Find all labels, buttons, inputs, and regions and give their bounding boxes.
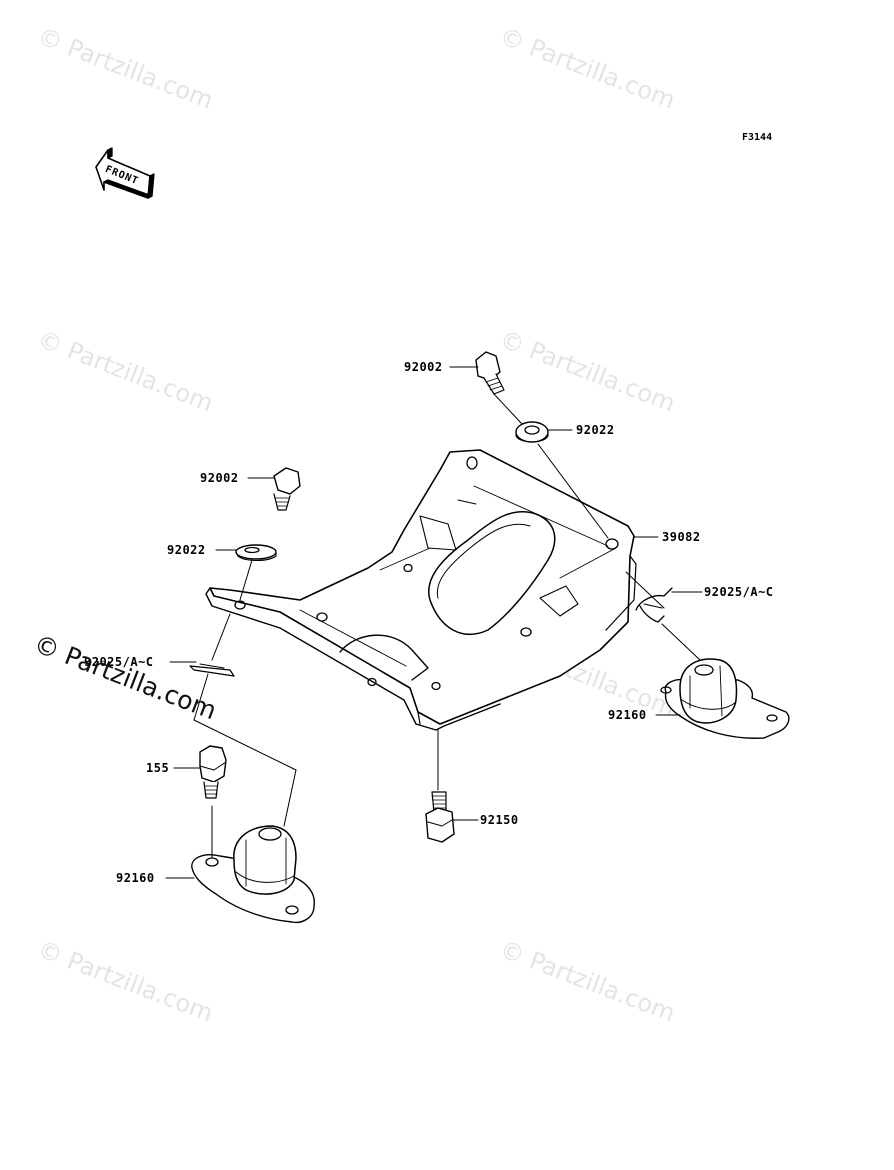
- bolt-92002-top: [475, 351, 505, 395]
- label-92150: 92150: [480, 813, 519, 827]
- label-92022-top: 92022: [576, 423, 615, 437]
- label-92002-top: 92002: [404, 360, 443, 374]
- bolt-92150-bottom: [425, 791, 455, 843]
- washer-92022-left: [235, 544, 277, 562]
- label-39082: 39082: [662, 530, 701, 544]
- nut-155-left: [199, 745, 227, 799]
- label-92022-left: 92022: [167, 543, 206, 557]
- label-92025-right: 92025/A~C: [704, 585, 774, 599]
- label-92025-left: 92025/A~C: [84, 655, 154, 669]
- bolt-92002-left: [273, 467, 301, 511]
- label-92160-left: 92160: [116, 871, 155, 885]
- bracket-39082: [205, 449, 637, 731]
- clip-92025-left: [189, 663, 235, 677]
- front-arrow-icon: [95, 147, 155, 199]
- leader-lines: [165, 366, 703, 879]
- washer-92022-top: [515, 421, 549, 443]
- damper-92160-left: [191, 825, 315, 924]
- figure-code: F3144: [742, 132, 773, 143]
- clip-92025-right: [635, 587, 673, 623]
- label-155: 155: [146, 761, 170, 775]
- label-92002-left: 92002: [200, 471, 239, 485]
- label-92160-right: 92160: [608, 708, 647, 722]
- damper-92160-right: [660, 658, 790, 739]
